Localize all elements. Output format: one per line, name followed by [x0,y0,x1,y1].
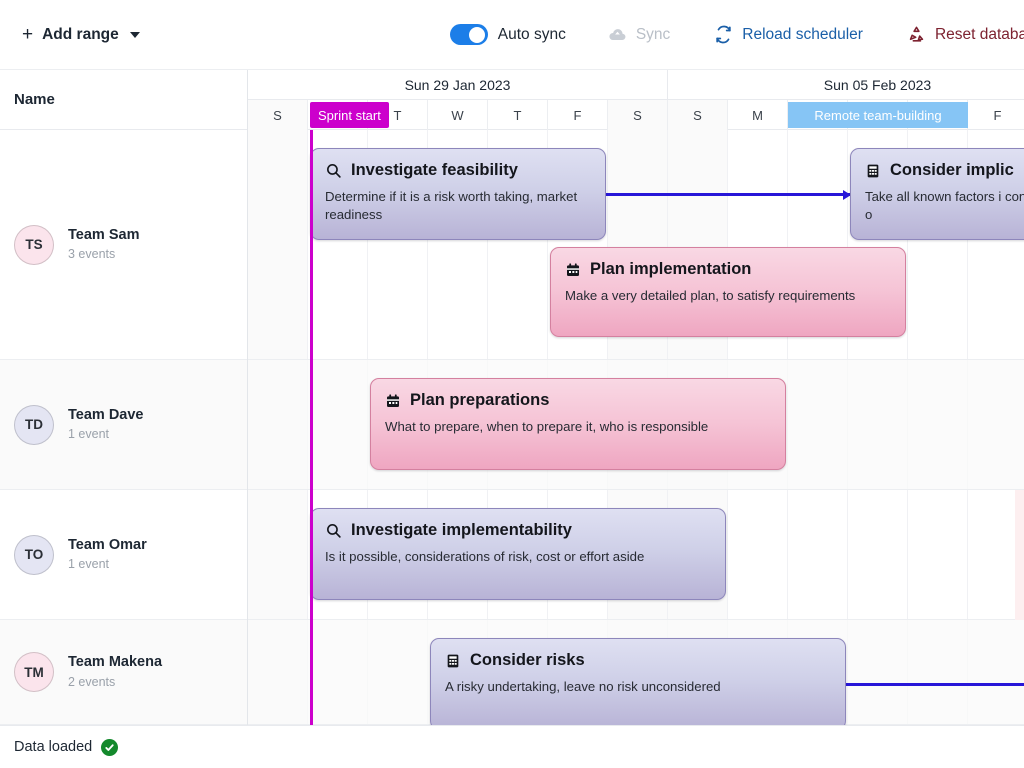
resource-event-count: 2 events [68,674,116,689]
reset-database-button[interactable]: Reset database [907,25,1024,44]
avatar: TO [14,534,54,575]
event-description: Is it possible, considerations of risk, … [325,548,645,564]
avatar: TM [14,652,54,692]
event-title: Plan implementation [590,260,752,278]
refresh-icon [714,25,733,44]
day-header-cell: T [368,100,428,130]
event-title: Consider risks [470,651,585,669]
calendar-icon [565,262,581,278]
week-header: Sun 05 Feb 2023 [668,70,1024,100]
resource-row-team-dave[interactable]: TD Team Dave 1 event [0,360,247,490]
status-text: Data loaded [14,739,93,755]
event-title: Consider implic [890,161,1014,179]
resource-text: Team Omar 1 event [68,536,147,573]
toolbar-actions: Auto sync Sync Reload [449,24,1024,45]
event-card-consider-risks[interactable]: Consider risks A risky undertaking, leave… [430,638,846,725]
resource-row-team-omar[interactable]: TO Team Omar 1 event [0,490,247,620]
sync-button[interactable]: Sync [608,25,670,44]
reload-scheduler-label: Reload scheduler [742,25,863,43]
add-range-label: Add range [42,25,119,43]
add-range-button[interactable]: + Add range [22,25,140,44]
resource-name: Team Dave [68,406,144,423]
day-header-cell: F [548,100,608,130]
sprint-start-line [310,130,313,725]
range-pill-sprint-start[interactable]: Sprint start [310,102,389,128]
event-title: Plan preparations [410,391,550,409]
check-circle-icon [101,738,119,756]
day-header-cell: F [968,100,1024,130]
event-title-row: Consider implic [865,161,1024,181]
resource-name: Team Makena [68,654,163,671]
event-title-row: Investigate feasibility [325,161,591,181]
event-title-row: Plan preparations [385,391,771,411]
day-header-cell: W [428,100,488,130]
day-header-cell: S [668,100,728,130]
plus-icon: + [22,24,34,45]
magnifier-icon [325,162,342,179]
avatar: TS [14,224,54,265]
event-description: Take all known factors i consideration, … [865,188,1024,222]
chevron-down-icon [129,31,140,38]
event-description: Make a very detailed plan, to satisfy re… [565,287,856,303]
dependency-arrow [846,683,1024,686]
timeline-row[interactable] [248,130,1024,360]
name-column-header: Name [0,70,247,130]
resource-name: Team Sam [68,226,140,243]
resource-text: Team Dave 1 event [68,406,144,443]
event-title-row: Investigate implementability [325,521,711,541]
avatar: TD [14,404,54,445]
event-title: Investigate implementability [351,521,572,539]
event-card-investigate-implementability[interactable]: Investigate implementability Is it possib… [310,508,726,600]
week-header: Sun 29 Jan 2023 [248,70,668,100]
event-description: What to prepare, when to prepare it, who… [385,418,709,434]
resource-event-count: 1 event [68,427,110,442]
resource-row-team-makena[interactable]: TM Team Makena 2 events [0,620,247,725]
day-header-cell: M [728,100,788,130]
calculator-icon [445,653,461,669]
event-title: Investigate feasibility [351,161,518,179]
event-title-row: Plan implementation [565,260,891,280]
day-header-cell: S [248,100,308,130]
recycle-icon [907,25,926,44]
event-title-row: Consider risks [445,651,831,671]
auto-sync-label: Auto sync [497,25,566,43]
toolbar: + Add range Auto sync Sync [0,0,1024,70]
toggle-switch-icon[interactable] [449,24,488,45]
dependency-arrow [606,189,851,200]
resource-event-count: 1 event [68,557,110,572]
range-pill-remote-team-building[interactable]: Remote team-building [788,102,968,128]
resource-text: Team Makena 2 events [68,653,162,690]
timeline-row[interactable] [248,490,1024,620]
sync-label: Sync [635,25,671,43]
resource-row-team-sam[interactable]: TS Team Sam 3 events [0,130,247,360]
cloud-upload-icon [608,25,627,44]
event-description: A risky undertaking, leave no risk uncon… [445,678,721,694]
resource-text: Team Sam 3 events [68,226,139,263]
magnifier-icon [325,522,342,539]
status-bar: Data loaded [0,725,1024,768]
event-description: Determine if it is a risk worth taking, … [325,188,578,222]
day-header-cell: T [488,100,548,130]
resource-name: Team Omar [68,536,147,553]
reload-scheduler-button[interactable]: Reload scheduler [714,25,863,44]
auto-sync-toggle[interactable]: Auto sync [449,24,566,45]
reset-database-label: Reset database [934,25,1024,43]
calculator-icon [865,163,881,179]
calendar-icon [385,393,401,409]
resource-event-count: 3 events [68,247,116,262]
day-header-cell: S [608,100,668,130]
